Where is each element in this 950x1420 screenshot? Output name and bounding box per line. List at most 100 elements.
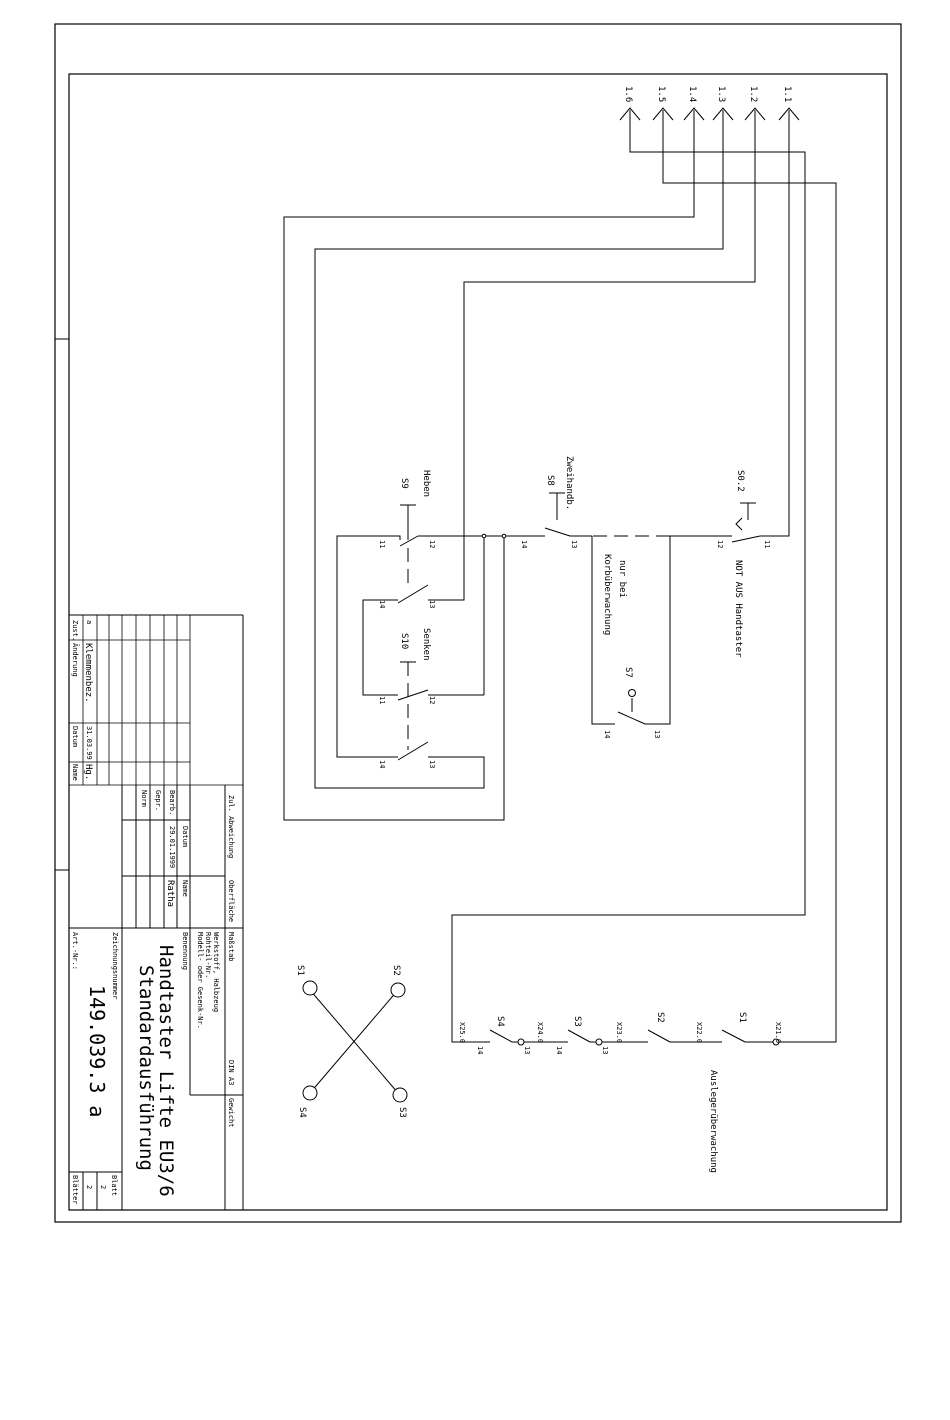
title-block-text: Zul. Abweichung Oberfläche Maßstab Gewic…	[71, 620, 235, 1205]
pin-s9-11: 11	[378, 540, 386, 548]
pin-s2-14: 14	[555, 1046, 563, 1054]
joystick-s2-circle	[390, 982, 406, 998]
werkstoff-label: Werkstoff, Halbzeug	[212, 932, 220, 1012]
pin-s8-13: 13	[570, 540, 578, 548]
pin-s8-14: 14	[520, 540, 528, 548]
pin-s7-14: 14	[603, 730, 611, 738]
korb-note-line2: Korbüberwachung	[602, 554, 612, 635]
wire-1-2	[428, 110, 756, 601]
din-label: DIN A3	[227, 1060, 235, 1085]
pin-s2-13: 13	[601, 1046, 609, 1054]
chain-s4-label: S4	[495, 1016, 505, 1027]
drawing-title-line2: Standardausführung	[135, 965, 157, 1171]
joystick-s1-label: S1	[295, 965, 305, 976]
blaetter-label: Blätter	[71, 1175, 79, 1205]
wire-1-1	[760, 110, 790, 537]
name-col-header: Name	[71, 764, 79, 781]
pin-labels: 11 12 13 14 12 11 13 14 12 11 13 14 13 1…	[378, 540, 782, 1054]
terminal-1-3-label: 1.3	[716, 86, 726, 102]
blatt-label: Blatt	[110, 1175, 118, 1196]
benennung-label: Benennung	[181, 932, 189, 970]
s7-label: S7	[623, 667, 633, 678]
s0-2-label: S0.2	[735, 470, 745, 492]
heben-label: Heben	[421, 470, 431, 497]
terminal-1-1-label: 1.1	[782, 86, 792, 102]
zeichnungsnummer-label: Zeichnungsnummer	[111, 932, 119, 999]
terminal-1-4-label: 1.4	[687, 86, 697, 102]
wire-1-4	[283, 110, 695, 821]
name-header: Name	[181, 880, 189, 897]
wires	[283, 110, 837, 1046]
rev-text: Klemmenbez.	[83, 643, 93, 703]
inner-frame	[68, 73, 888, 1211]
aenderung-header: Änderung	[71, 643, 80, 677]
drawing-title-line1: Handtaster Lifte EU3/6	[155, 945, 177, 1197]
bearb-name: Ratha	[165, 880, 175, 907]
zul-abweichung-label: Zul. Abweichung	[227, 795, 235, 858]
zeichnungsnummer-value: 149.039.3 a	[85, 985, 109, 1117]
bearb-label: Bearb.	[168, 790, 176, 815]
chain-s3-label: S3	[572, 1016, 582, 1027]
ausleger-label: Auslegerüberwachung	[708, 1070, 718, 1173]
rev-index: a	[85, 620, 93, 624]
pin-s02-11: 11	[763, 540, 771, 548]
title-block	[69, 614, 244, 1210]
s9-label: S9	[399, 478, 409, 489]
joystick-s3-label: S3	[397, 1107, 407, 1118]
pin-s10-14: 14	[378, 760, 386, 768]
wire-1-5	[662, 110, 837, 1043]
not-aus-label: NOT AUS Handtaster	[733, 560, 743, 658]
pin-x230: X23.0	[615, 1022, 623, 1043]
blaetter-value: 2	[85, 1185, 93, 1189]
gepr-label: Gepr.	[154, 790, 162, 811]
rev-datum: 31.03.99	[85, 726, 93, 760]
blatt-value: 2	[99, 1185, 107, 1189]
joystick-s4-label: S4	[297, 1107, 307, 1118]
wire-1-3	[314, 110, 724, 789]
rev-name: Hg.	[83, 764, 93, 780]
norm-label: Norm	[140, 790, 148, 807]
terminal-1-6-label: 1.6	[623, 86, 633, 102]
joystick-diagram: S1 S2 S3 S4	[295, 965, 408, 1118]
terminal-arrows	[619, 107, 800, 121]
bearb-datum: 29.01.1999	[168, 826, 176, 868]
pin-x220: X22.0	[695, 1022, 703, 1043]
pin-s3-13: 13	[523, 1046, 531, 1054]
wire-1-6	[451, 110, 806, 1043]
pin-x240: X24.0	[536, 1022, 544, 1043]
joystick-s4-circle	[302, 1085, 318, 1101]
pin-s9-14: 14	[378, 600, 386, 608]
joystick-s3-circle	[392, 1087, 408, 1103]
joystick-s1-circle	[302, 980, 318, 996]
pin-s10-11: 11	[378, 696, 386, 704]
zust-header: Zust.	[71, 620, 79, 641]
oberflaeche-label: Oberfläche	[227, 880, 235, 922]
massstab-label: Maßstab	[227, 932, 235, 962]
datum-col-header: Datum	[71, 726, 79, 747]
s10-label: S10	[399, 633, 409, 649]
pin-s02-12: 12	[716, 540, 724, 548]
outer-frame	[54, 23, 902, 1223]
pin-x250: X25.0	[458, 1022, 466, 1043]
pin-s7-13: 13	[653, 730, 661, 738]
artnr-label: Art.-Nr.:	[71, 932, 79, 970]
chain-s2-label: S2	[655, 1012, 665, 1023]
datum-header: Datum	[181, 826, 189, 847]
pin-s10-12: 12	[428, 696, 436, 704]
joystick-s2-label: S2	[391, 965, 401, 976]
korb-note-line1: nur bei	[617, 560, 627, 598]
pin-s10-13: 13	[428, 760, 436, 768]
pin-x210: X21.0	[774, 1022, 782, 1043]
rohteil-label: Rohteil-Nr.	[204, 932, 212, 978]
terminal-labels: 1.6 1.5 1.4 1.3 1.2 1.1	[623, 86, 792, 102]
gewicht-label: Gewicht	[227, 1098, 235, 1128]
terminal-1-5-label: 1.5	[656, 86, 666, 102]
chain-s1-label: S1	[737, 1012, 747, 1023]
device-labels: S0.2 S8 Zweihandb. S9 Heben S10 Senken S…	[399, 456, 747, 1173]
pin-s3-14: 14	[476, 1046, 484, 1054]
pin-s9-12: 12	[428, 540, 436, 548]
senken-label: Senken	[421, 628, 431, 661]
terminal-1-2-label: 1.2	[748, 86, 758, 102]
s8-label: S8	[545, 475, 555, 486]
